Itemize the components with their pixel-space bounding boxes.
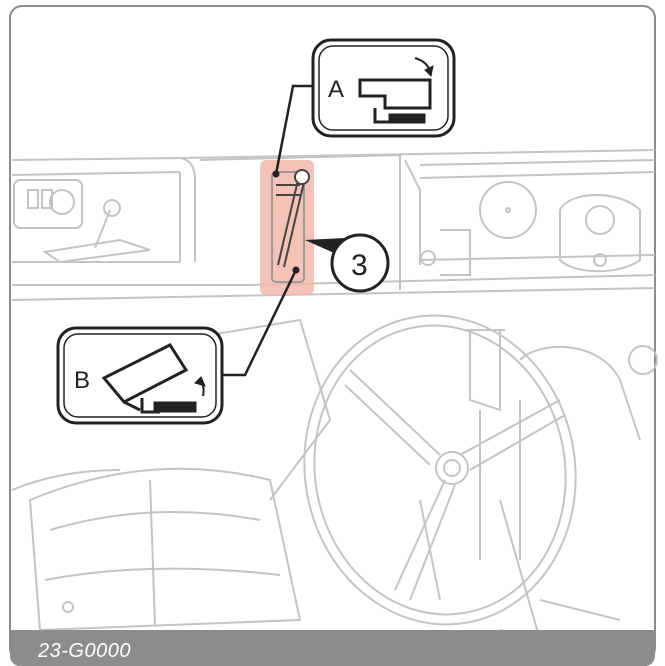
callout-b: B — [58, 328, 222, 423]
item-number: 3 — [351, 249, 368, 282]
callout-a: A — [313, 40, 454, 136]
callout-b-label: B — [74, 367, 90, 394]
leader-dot-b — [293, 267, 300, 274]
leader-dot-a — [273, 171, 280, 178]
callout-a-label: A — [328, 76, 344, 103]
figure-id: 23-G0000 — [38, 640, 131, 663]
